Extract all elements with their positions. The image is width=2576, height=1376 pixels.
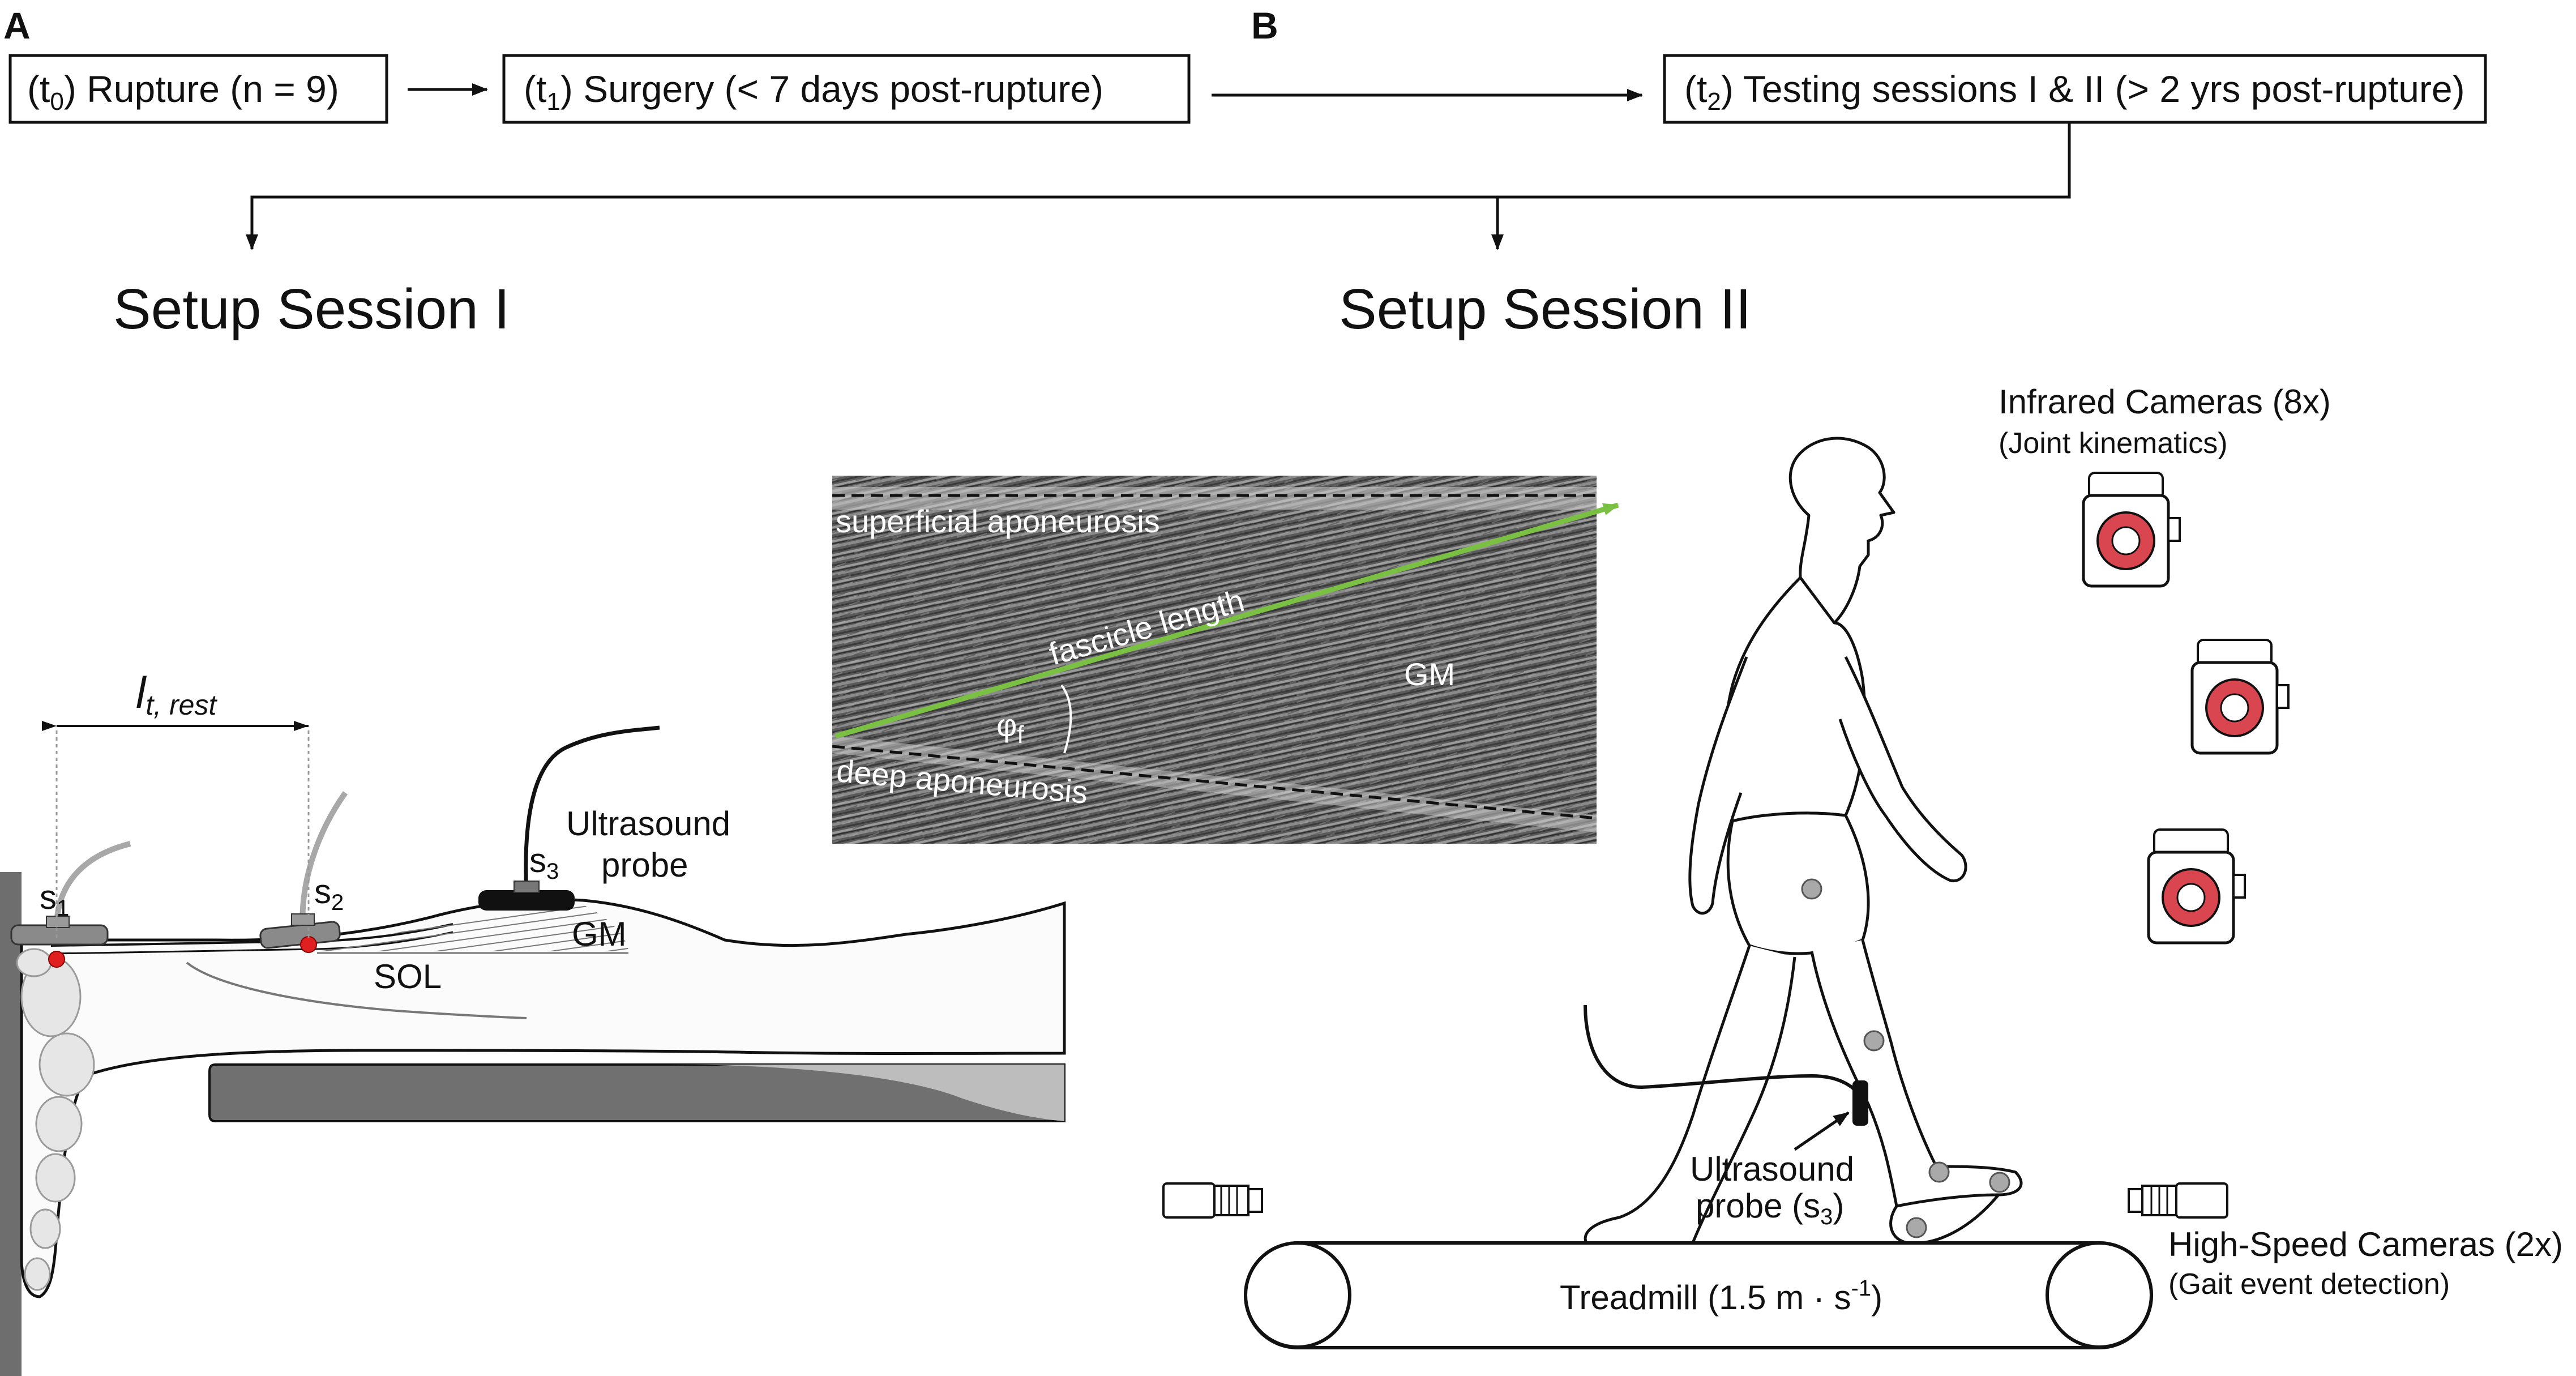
support-bench (208, 1063, 1066, 1122)
leg-outline (20, 898, 1066, 1298)
session2-probe-cable (1584, 1005, 1864, 1102)
treadmill-label: Treadmill (1.5 m · s (1560, 1279, 1851, 1317)
marker-hip (1801, 878, 1822, 900)
panel-label-a: A (3, 5, 31, 46)
marker-toe (1989, 1172, 2010, 1193)
t2-text: ) Testing sessions I & II (> 2 yrs post-… (1721, 68, 2465, 110)
infrared-camera-3 (2147, 828, 2246, 945)
sensor-s1-sub: 1 (57, 896, 69, 921)
svg-text:probe (s3): probe (s3) (1696, 1187, 1844, 1229)
rest-length-sub: t, rest (146, 689, 217, 721)
shorts (1726, 811, 1870, 955)
session2-probe-label-2: probe (s (1696, 1187, 1820, 1225)
session2-probe-label-1: Ultrasound (1690, 1150, 1854, 1188)
sensor-s1-body (10, 924, 109, 946)
svg-text:s3: s3 (529, 841, 559, 884)
infrared-cameras-title: Infrared Cameras (8x) (1999, 383, 2331, 421)
highspeed-cameras-title: High-Speed Cameras (2x) (2168, 1225, 2563, 1263)
ultrasound-probe-label-2: probe (601, 846, 688, 884)
marker-calcaneus (48, 951, 65, 968)
session2-probe-s3 (1852, 1080, 1868, 1126)
joint-markers (1801, 878, 2010, 1238)
setup-session-2-title: Setup Session II (1339, 277, 1751, 341)
marker-ankle (1928, 1161, 1950, 1183)
session1-leg-illustration: lt, rest s1 s2 s3 Ultrasound probe GM SO… (0, 668, 1066, 1376)
sensor-s2-sub: 2 (331, 890, 344, 915)
treadmill-roller-right (2046, 1241, 2153, 1349)
highspeed-cameras-subtitle: (Gait event detection) (2168, 1268, 2450, 1301)
t1-text: ) Surgery (< 7 days post-rupture) (560, 68, 1103, 110)
infrared-cameras-subtitle: (Joint kinematics) (1999, 427, 2228, 460)
sensor-s3-label: s (529, 841, 546, 879)
t2-prefix: (t (1684, 68, 1707, 110)
svg-text:φf: φf (996, 707, 1024, 749)
gm-label: GM (572, 915, 627, 953)
svg-text:(t0) Rupture (n = 9): (t0) Rupture (n = 9) (27, 68, 339, 116)
sol-label: SOL (374, 958, 442, 995)
sensor-s2-label: s (314, 873, 331, 911)
ultrasound-image: superficial aponeurosis deep aponeurosis… (832, 476, 1619, 844)
ultrasound-probe-s3 (478, 890, 575, 911)
fascicle-length-line (835, 502, 1619, 739)
walking-person (1584, 437, 2023, 1261)
timeline-box-t2: (t2) Testing sessions I & II (> 2 yrs po… (1663, 54, 2487, 124)
sensor-s3-sub: 3 (546, 859, 559, 884)
svg-text:lt, rest: lt, rest (136, 668, 217, 721)
treadmill-sup: -1 (1851, 1276, 1872, 1301)
foot-bones (16, 948, 95, 1291)
setup-session-1-title: Setup Session I (113, 277, 510, 341)
t0-sub: 0 (50, 88, 63, 116)
t0-prefix: (t (27, 68, 50, 110)
svg-text:(t2) Testing sessions I & II (: (t2) Testing sessions I & II (> 2 yrs po… (1684, 68, 2465, 116)
sensor-s1-label: s (40, 878, 57, 916)
t1-sub: 1 (546, 88, 560, 116)
pennation-angle-arc (1060, 684, 1072, 754)
marker-mtj (300, 936, 317, 953)
marker-heel (1906, 1217, 1927, 1238)
gm-region (317, 905, 628, 951)
marker-knee (1863, 1030, 1885, 1052)
probe-cable (524, 725, 660, 892)
panel-label-b: B (1251, 5, 1278, 46)
infrared-camera-1 (2082, 472, 2181, 588)
footplate (0, 872, 22, 1376)
sol-boundary (186, 962, 527, 1019)
treadmill: Treadmill (1.5 m · s-1) (1244, 1241, 2153, 1349)
branch-connector (246, 122, 2071, 250)
gm-ultrasound-label: GM (1404, 656, 1455, 692)
pennation-angle-symbol: φ (996, 707, 1017, 743)
t2-sub: 2 (1707, 88, 1721, 116)
session2-probe-close: ) (1833, 1187, 1844, 1225)
ultrasound-probe-label-1: Ultrasound (566, 805, 730, 843)
probe-pointer-arrow (1794, 1111, 1850, 1151)
timeline-box-t0: (t0) Rupture (n = 9) (8, 54, 388, 124)
infrared-camera-2 (2190, 639, 2290, 755)
highspeed-camera-right (2128, 1182, 2228, 1219)
svg-text:s2: s2 (314, 873, 344, 915)
t0-text: ) Rupture (n = 9) (64, 68, 339, 110)
svg-text:s1: s1 (40, 878, 69, 921)
timeline-box-t1: (t1) Surgery (< 7 days post-rupture) (502, 54, 1191, 124)
treadmill-roller-left (1244, 1241, 1351, 1349)
rest-length-symbol: l (136, 668, 147, 717)
highspeed-camera-left (1162, 1182, 1263, 1219)
back-arm (1688, 656, 1748, 915)
t1-prefix: (t (524, 68, 546, 110)
front-arm (1838, 656, 1967, 882)
deep-aponeurosis-line (832, 745, 1597, 820)
svg-text:Treadmill (1.5 m · s-1): Treadmill (1.5 m · s-1) (1560, 1276, 1882, 1317)
session2-probe-sub: 3 (1820, 1204, 1833, 1229)
treadmill-close: ) (1871, 1279, 1882, 1317)
svg-text:(t1) Surgery (< 7 days post-ru: (t1) Surgery (< 7 days post-rupture) (524, 68, 1103, 116)
pennation-angle-sub: f (1017, 721, 1024, 749)
superficial-aponeurosis-label: superficial aponeurosis (836, 503, 1160, 539)
